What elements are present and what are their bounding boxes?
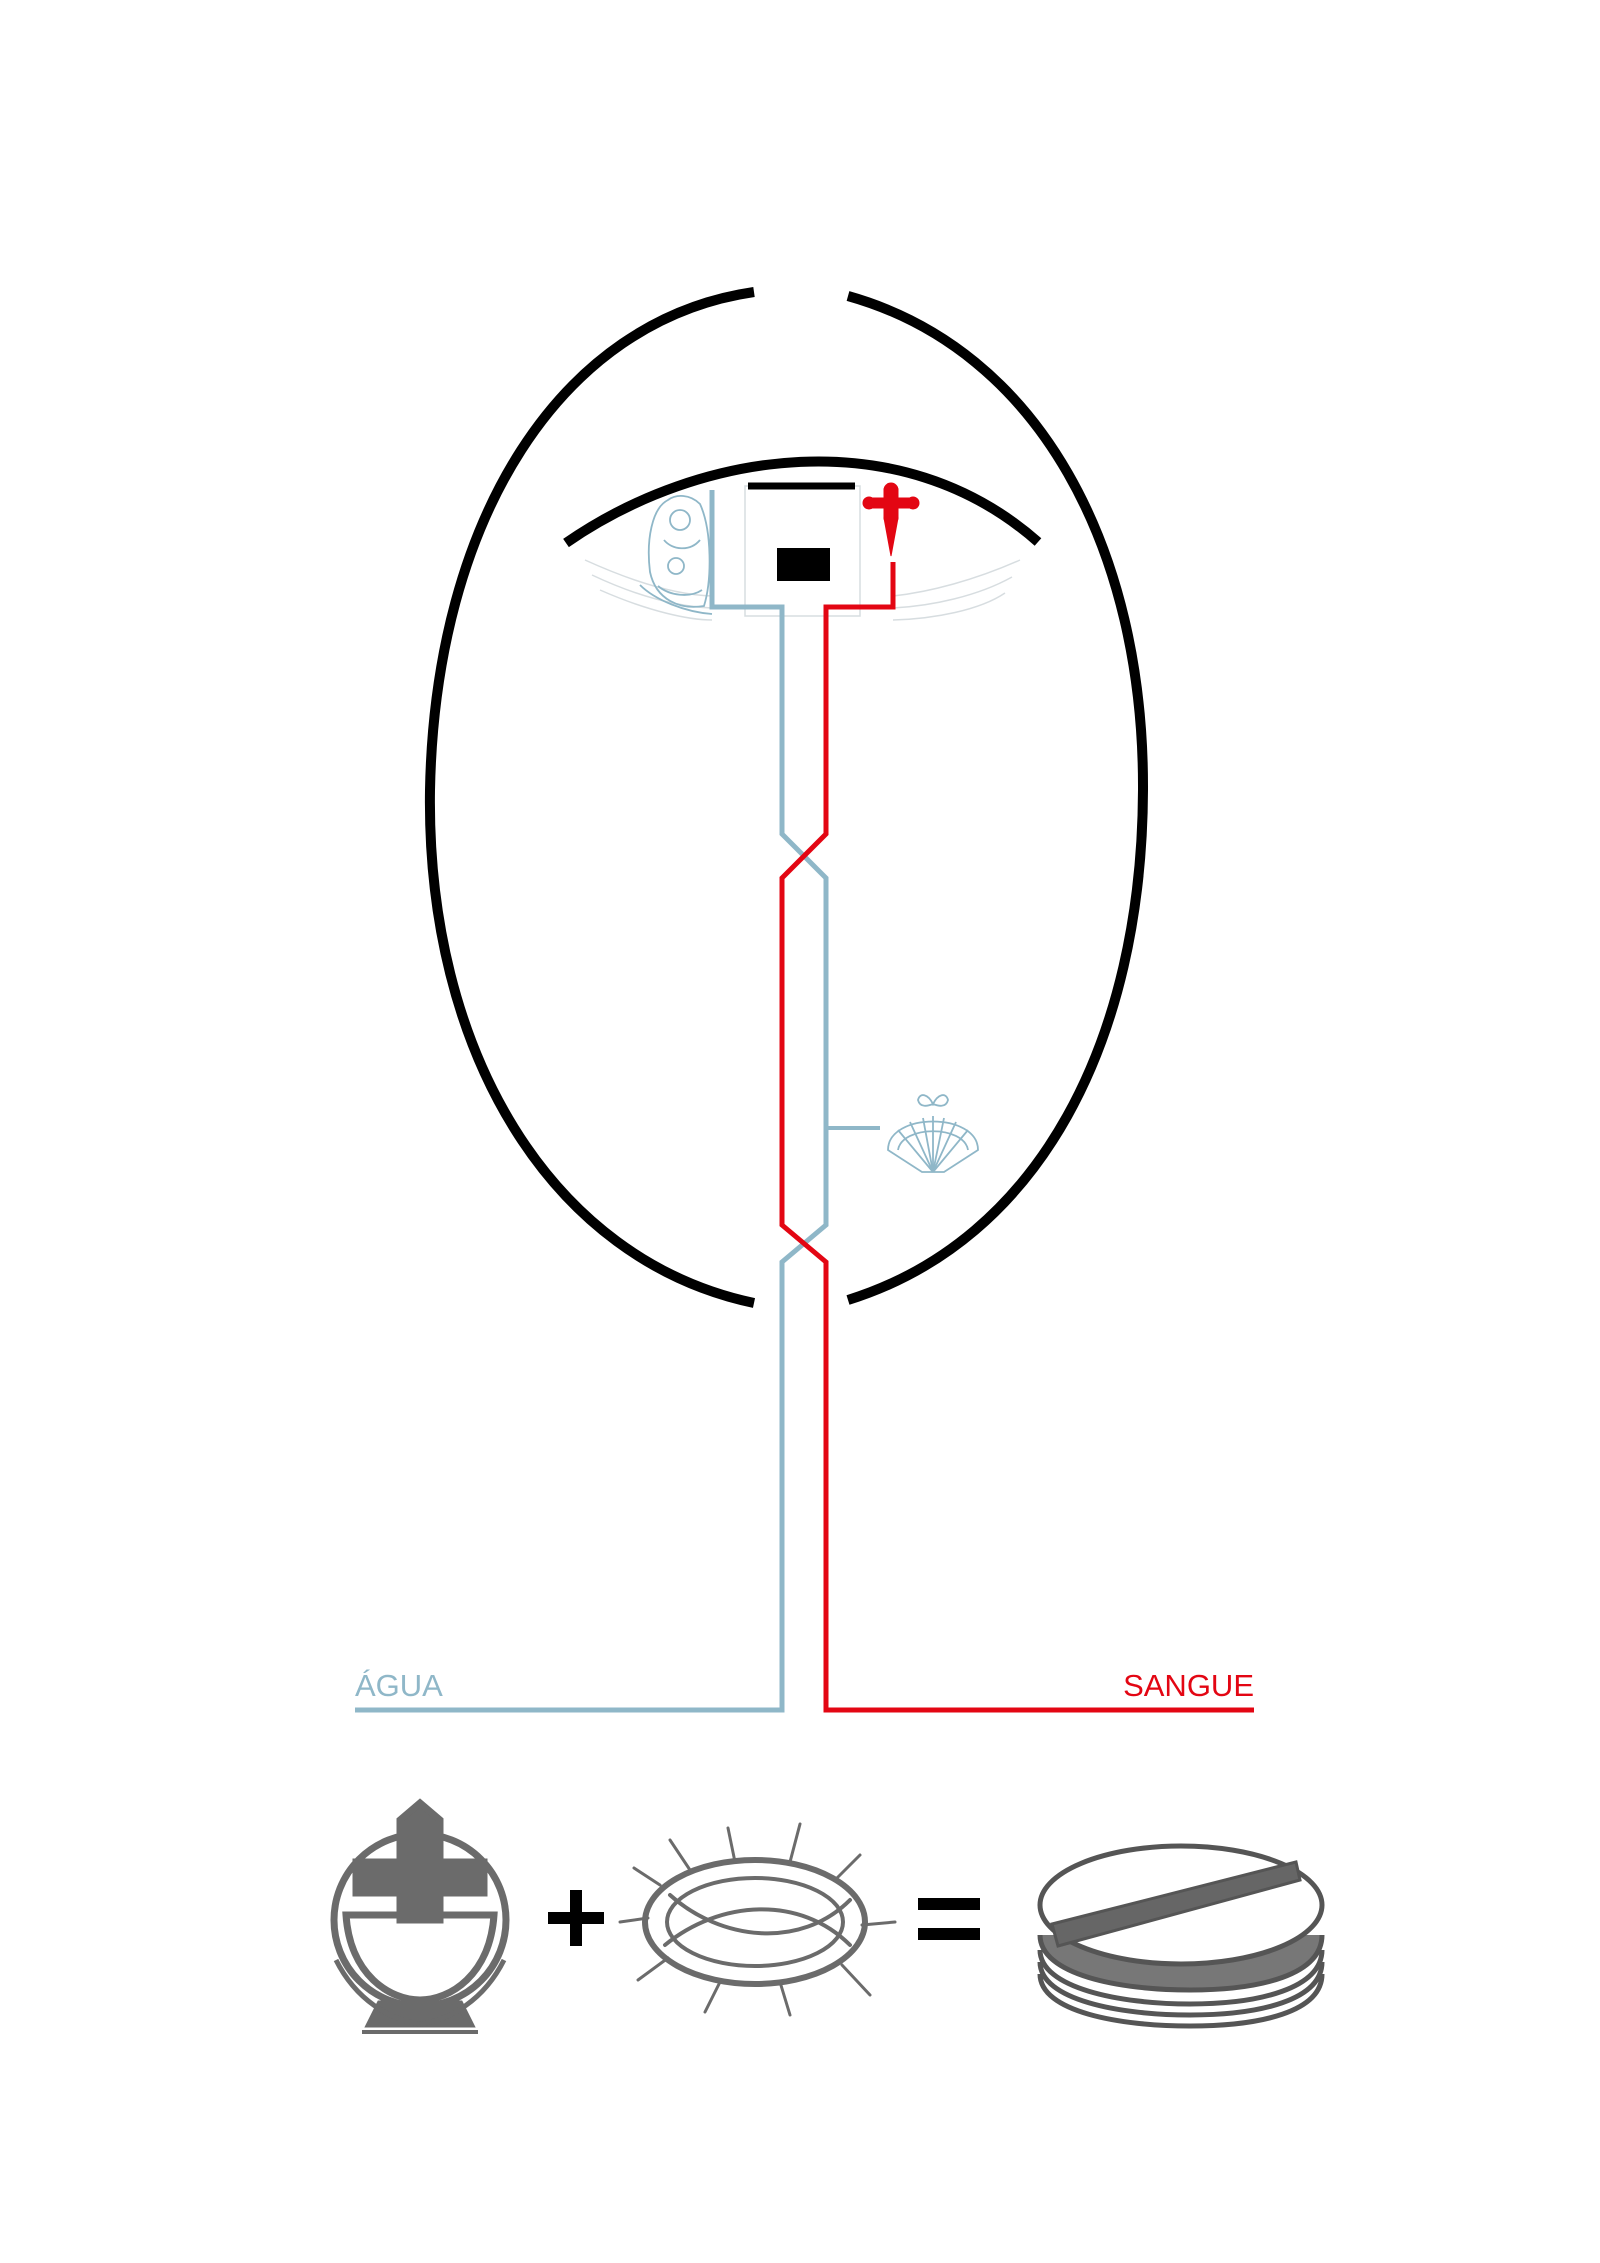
outer-oval-left-arc — [424, 287, 756, 1308]
equals-sign — [918, 1898, 980, 1940]
right-faint-curve-2 — [892, 576, 1013, 609]
communion-hosts-icon — [1037, 1843, 1325, 2029]
outer-oval — [424, 287, 1149, 1308]
blood-line — [779, 562, 1254, 1713]
plus-sign — [548, 1890, 604, 1946]
inner-dome-arc — [563, 456, 1042, 548]
virgin-mary-icon — [639, 495, 713, 615]
scallop-shell-icon — [887, 1094, 979, 1173]
cross-of-saint-james-icon — [862, 482, 920, 557]
blood-label: SANGUE — [1123, 1668, 1254, 1703]
outer-oval-right-arc — [846, 291, 1149, 1305]
right-faint-curve-1 — [892, 559, 1021, 597]
chalice-with-cross-icon — [330, 1798, 510, 2034]
left-faint-curve-1 — [584, 559, 713, 597]
tabernacle-block — [777, 548, 830, 581]
left-faint-curve-3 — [599, 589, 713, 621]
water-line — [355, 490, 829, 1713]
crown-of-thorns-icon — [618, 1822, 897, 2017]
water-label: ÁGUA — [355, 1668, 443, 1703]
right-faint-curve-3 — [892, 592, 1006, 621]
